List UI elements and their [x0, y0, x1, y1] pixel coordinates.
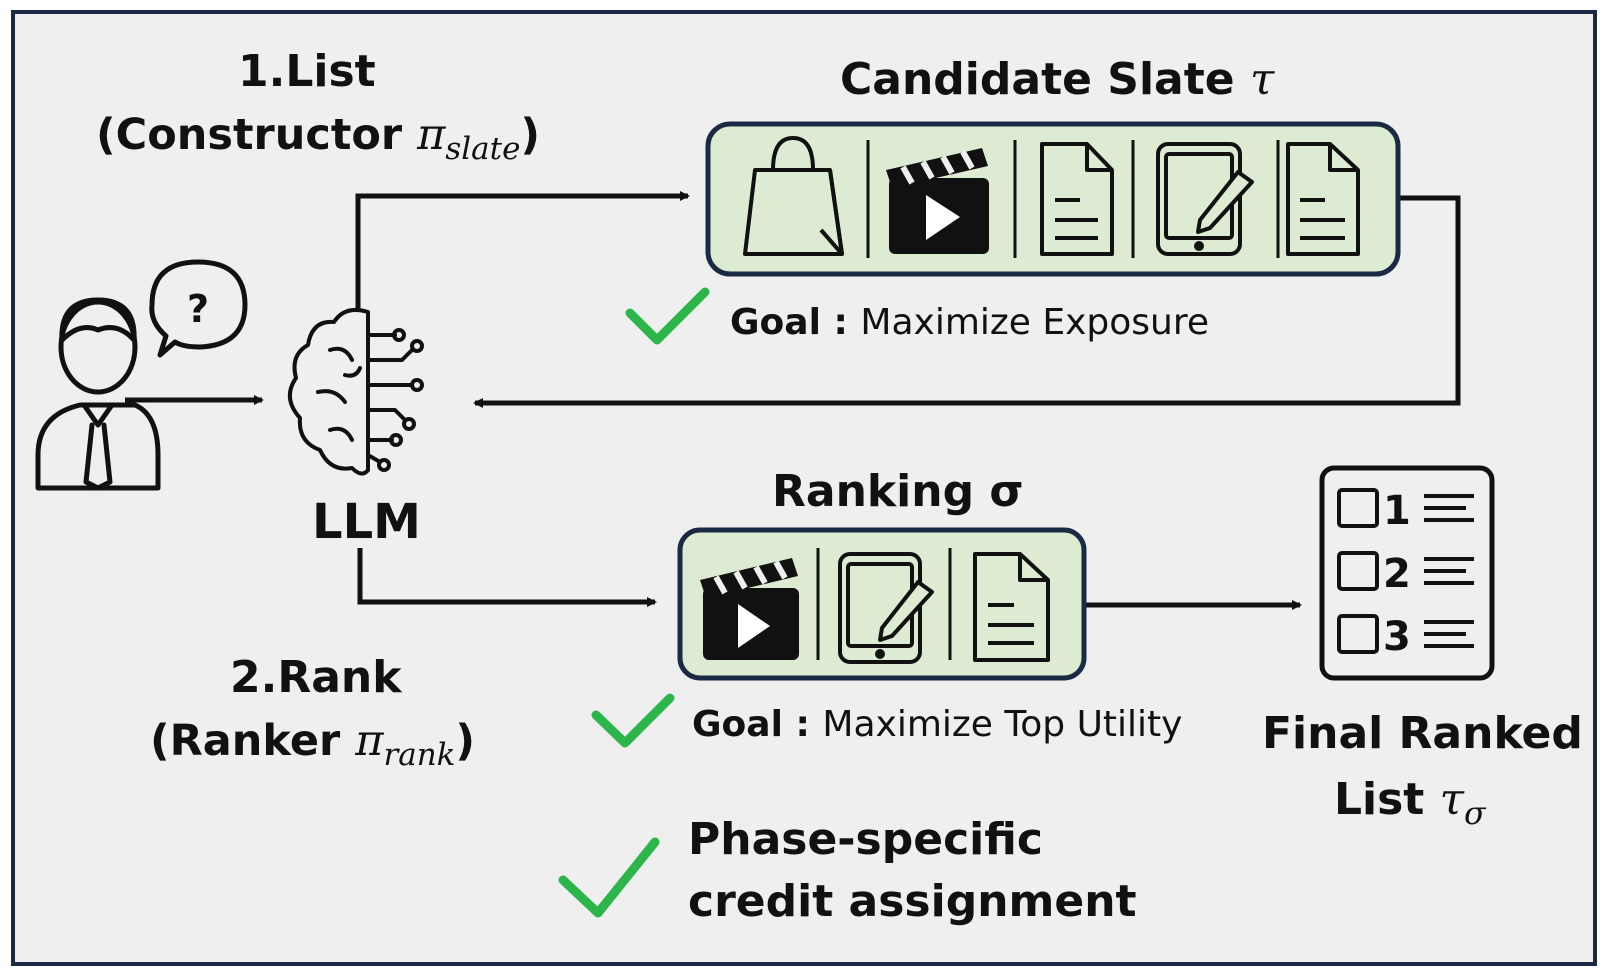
phase2-paren-close: )	[455, 716, 476, 766]
phase2-subtitle: (Ranker πrank)	[150, 716, 476, 773]
brain-icon	[288, 308, 424, 476]
ranked-list-icon: 1 2 3	[1319, 465, 1495, 681]
ranking-label: Ranking σ	[772, 466, 1024, 517]
question-bubble-icon: ?	[149, 259, 248, 358]
check-icon-goal2	[591, 693, 675, 748]
goal2-text: Goal : Maximize Top Utility	[692, 704, 1182, 745]
document-icon-2	[1286, 142, 1360, 256]
goal2-prefix: Goal :	[692, 704, 810, 745]
arrow-llm-to-ranking	[357, 548, 657, 607]
ranking-box	[677, 527, 1087, 681]
phase1-paren-open: (	[96, 110, 116, 160]
goal1-text: Goal : Maximize Exposure	[730, 302, 1209, 343]
credit-line2: credit assignment	[688, 876, 1137, 927]
shopping-bag-icon	[743, 136, 844, 256]
goal1-value: Maximize Exposure	[860, 302, 1210, 343]
ranking-symbol: σ	[989, 466, 1024, 517]
arrow-slate-back-to-llm	[473, 195, 1461, 408]
final-list-subscript: σ	[1464, 796, 1486, 833]
candidate-slate-label: Candidate Slate τ	[840, 54, 1275, 105]
phase2-subscript: rank	[383, 736, 456, 773]
user-icon	[35, 297, 161, 491]
rank-number-2: 2	[1383, 551, 1411, 597]
phase2-name: Ranker	[169, 716, 341, 766]
tablet-edit-icon	[838, 552, 934, 664]
rank-number-1: 1	[1383, 488, 1411, 534]
phase2-symbol: π	[355, 716, 384, 766]
clapperboard-icon	[700, 558, 799, 660]
rank-number-3: 3	[1383, 614, 1411, 660]
check-icon-credit	[558, 837, 660, 918]
candidate-slate-symbol: τ	[1249, 54, 1275, 105]
llm-label: LLM	[312, 494, 421, 550]
document-icon	[973, 552, 1050, 662]
document-icon	[1040, 142, 1114, 256]
phase2-paren-open: (	[150, 716, 170, 766]
goal1-prefix: Goal :	[730, 302, 848, 343]
phase1-name: Constructor	[115, 110, 403, 160]
final-list-label-line1: Final Ranked	[1262, 708, 1583, 759]
tablet-edit-icon	[1156, 142, 1254, 256]
phase1-title: 1.List	[238, 46, 376, 97]
phase1-symbol: π	[417, 110, 446, 160]
final-list-label-line2: List τσ	[1334, 774, 1486, 833]
arrow-llm-to-slate	[355, 191, 690, 308]
check-icon-goal1	[625, 287, 710, 345]
final-list-symbol: τ	[1439, 774, 1465, 825]
credit-line1: Phase-specific	[688, 814, 1043, 865]
candidate-slate-box	[705, 121, 1401, 277]
phase2-title: 2.Rank	[230, 652, 402, 703]
phase1-subscript: slate	[445, 130, 521, 167]
phase1-paren-close: )	[520, 110, 541, 160]
flow-arrows	[125, 191, 1461, 610]
question-mark: ?	[187, 287, 209, 331]
clapperboard-icon	[886, 148, 989, 254]
phase1-subtitle: (Constructor πslate)	[96, 110, 541, 167]
goal2-value: Maximize Top Utility	[822, 704, 1183, 745]
